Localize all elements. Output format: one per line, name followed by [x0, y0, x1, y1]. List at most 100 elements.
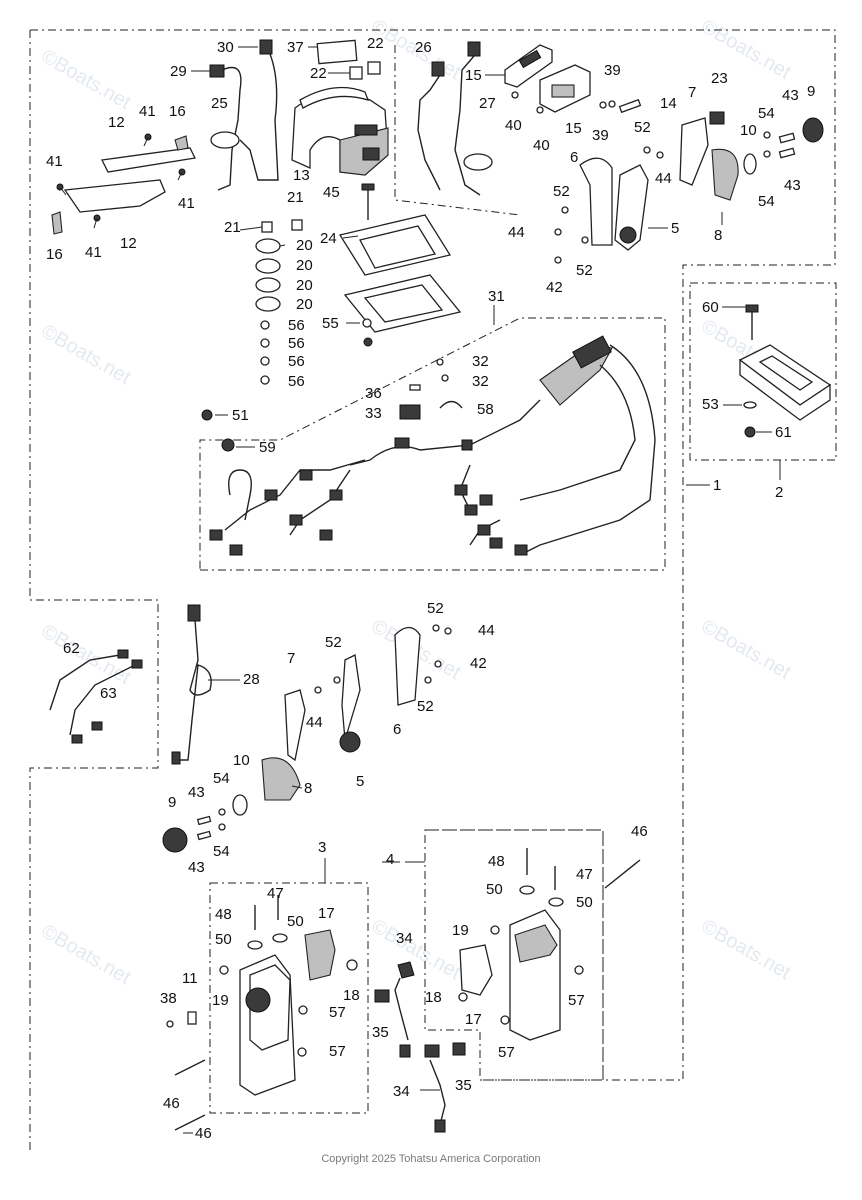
- callout: 6: [570, 149, 578, 166]
- callout-labels: 30 37 22 22 26 15 39 7 23 9 29 25 27 40 …: [46, 35, 815, 1142]
- callout: 8: [714, 227, 722, 244]
- callout: 43: [188, 859, 205, 876]
- callout: 25: [211, 95, 228, 112]
- spacer-parts: [255, 219, 303, 385]
- callout: 57: [329, 1004, 346, 1021]
- callout: 35: [372, 1024, 389, 1041]
- callout: 51: [232, 407, 249, 424]
- callout: 54: [758, 105, 775, 122]
- callout: 7: [688, 84, 696, 101]
- callout: 18: [343, 987, 360, 1004]
- callout: 20: [296, 277, 313, 294]
- watermark: ©Boats.net: [38, 45, 135, 114]
- callout: 40: [505, 117, 522, 134]
- clamp-part: [210, 131, 240, 149]
- callout: 14: [660, 95, 677, 112]
- callout: 50: [486, 881, 503, 898]
- screw-parts: [56, 133, 186, 229]
- callout: 24: [320, 230, 337, 247]
- callout: 13: [293, 167, 310, 184]
- callout: 16: [46, 246, 63, 263]
- wire-harness-28: [171, 604, 212, 765]
- gasket-inner: [363, 284, 444, 323]
- callout: 50: [215, 931, 232, 948]
- callout: 46: [631, 823, 648, 840]
- clip-part: [349, 66, 363, 80]
- callout: 43: [188, 784, 205, 801]
- callout: 20: [296, 257, 313, 274]
- callout: 50: [287, 913, 304, 930]
- callout: 45: [323, 184, 340, 201]
- callout: 52: [417, 698, 434, 715]
- watermark: ©Boats.net: [698, 915, 795, 984]
- callout: 40: [533, 137, 550, 154]
- callout: 41: [46, 153, 63, 170]
- callout: 37: [287, 39, 304, 56]
- callout: 26: [415, 39, 432, 56]
- callout: 60: [702, 299, 719, 316]
- remote-control-box-right: [458, 848, 641, 1041]
- callout: 59: [259, 439, 276, 456]
- callout: 48: [215, 906, 232, 923]
- watermark: ©Boats.net: [698, 615, 795, 684]
- callout: 47: [576, 866, 593, 883]
- callout: 52: [634, 119, 651, 136]
- callout: 61: [775, 424, 792, 441]
- gasket-inner: [359, 225, 437, 269]
- callout: 28: [243, 671, 260, 688]
- clip-part: [367, 61, 381, 75]
- callout: 27: [479, 95, 496, 112]
- callout: 11: [182, 970, 198, 987]
- callout: 53: [702, 396, 719, 413]
- callout: 56: [288, 353, 305, 370]
- callout: 41: [139, 103, 156, 120]
- callout: 44: [508, 224, 525, 241]
- callout: 39: [604, 62, 621, 79]
- callout: 21: [287, 189, 304, 206]
- plate-part: [316, 39, 358, 65]
- callout: 15: [465, 67, 482, 84]
- callout: 39: [592, 127, 609, 144]
- copyright-text: Copyright 2025 Tohatsu America Corporati…: [321, 1153, 541, 1165]
- bolt-head: [361, 183, 375, 191]
- callout: 5: [356, 773, 364, 790]
- wire-harness-27: [417, 41, 481, 196]
- callout: 3: [318, 839, 326, 856]
- callout: 16: [169, 103, 186, 120]
- callout: 33: [365, 405, 382, 422]
- callout: 54: [758, 193, 775, 210]
- callout: 55: [322, 315, 339, 332]
- callout: 6: [393, 721, 401, 738]
- callout: 52: [427, 600, 444, 617]
- callout: 2: [775, 484, 783, 501]
- callout: 46: [163, 1095, 180, 1112]
- callout: 57: [329, 1043, 346, 1060]
- callout: 1: [713, 477, 721, 494]
- callout: 19: [212, 992, 229, 1009]
- callout: 41: [178, 195, 195, 212]
- callout: 41: [85, 244, 102, 261]
- callout: 29: [170, 63, 187, 80]
- remote-control-box-left: [166, 895, 358, 1131]
- bracket-part: [51, 135, 196, 235]
- callout: 10: [740, 122, 757, 139]
- callout: 34: [393, 1083, 410, 1100]
- callout: 10: [233, 752, 250, 769]
- switch-cables: [49, 649, 143, 744]
- callout: 58: [477, 401, 494, 418]
- switch-unit: [504, 44, 591, 113]
- callout: 32: [472, 373, 489, 390]
- neutral-switch-cables: [374, 961, 466, 1133]
- callout: 22: [310, 65, 327, 82]
- callout: 9: [168, 794, 176, 811]
- spacer-block: [738, 304, 832, 438]
- leader-lines: [183, 46, 781, 1134]
- callout: 44: [478, 622, 495, 639]
- callout: 43: [782, 87, 799, 104]
- callout: 52: [325, 634, 342, 651]
- callout: 23: [711, 70, 728, 87]
- callout: 42: [546, 279, 563, 296]
- callout: 30: [217, 39, 234, 56]
- callout: 43: [784, 177, 801, 194]
